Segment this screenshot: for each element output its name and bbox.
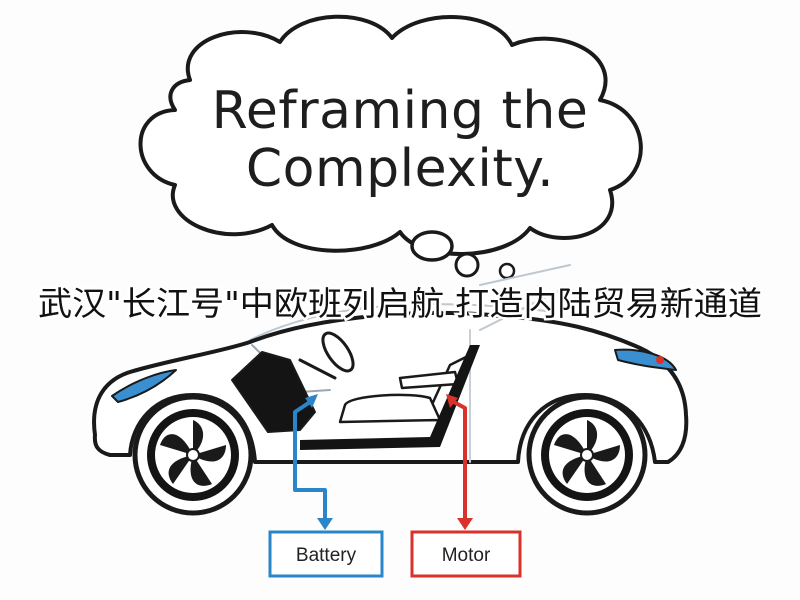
car-illustration <box>92 264 689 516</box>
arrow-up-icon <box>305 394 318 408</box>
thought-line-1: Reframing the <box>212 81 589 141</box>
car-roof-top <box>479 264 571 286</box>
thought-bubble: Reframing the Complexity. <box>138 14 643 280</box>
thought-dot-large <box>410 230 454 262</box>
thought-dot-medium <box>454 252 480 278</box>
motor-connector <box>446 394 473 530</box>
battery-box: Battery <box>268 530 384 578</box>
car-headlight <box>111 369 177 403</box>
car-taillight <box>614 348 677 371</box>
rear-wheel <box>526 394 648 516</box>
thought-line-2: Complexity. <box>246 139 554 199</box>
car-steering-column <box>298 358 337 380</box>
headline-caption: 武汉"长江号"中欧班列启航 打造内陆贸易新通道 <box>38 284 762 323</box>
motor-box: Motor <box>410 530 522 578</box>
battery-label: Battery <box>296 545 357 566</box>
arrow-up-icon <box>446 394 458 408</box>
car-pillar-back <box>479 289 561 331</box>
thought-cloud-shape <box>138 14 643 256</box>
car-taillight-dot <box>656 356 664 364</box>
thought-dot-small <box>498 262 516 280</box>
battery-connector <box>293 394 333 530</box>
motor-label: Motor <box>442 545 491 566</box>
steering-wheel-icon <box>321 331 355 373</box>
front-wheel <box>132 394 254 516</box>
arrow-down-icon <box>317 518 333 530</box>
car-roof-line <box>249 303 556 341</box>
car-seat-base <box>338 393 442 424</box>
arrow-down-icon <box>457 518 473 530</box>
